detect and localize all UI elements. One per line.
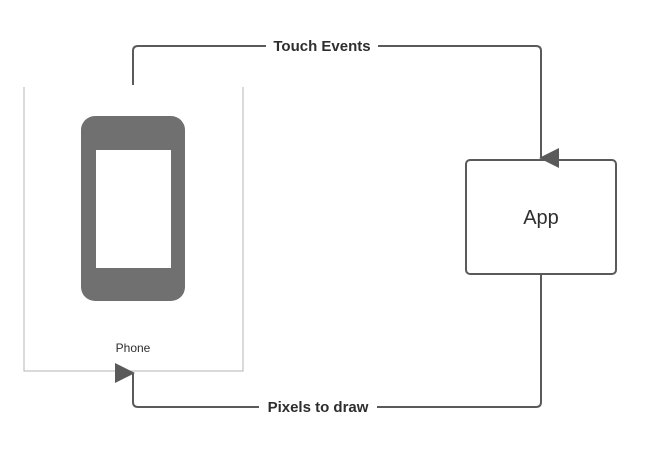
app-node: App <box>465 159 617 275</box>
pixels-to-draw-label: Pixels to draw <box>268 399 369 416</box>
touch-events-connector: Touch Events <box>132 36 559 168</box>
app-label: App <box>523 207 559 229</box>
phone-node: Phone <box>23 87 244 372</box>
touch-events-label-bg <box>266 36 378 56</box>
phone-screen <box>96 150 171 268</box>
pixels-to-draw-connector: Pixels to draw <box>115 275 542 417</box>
phone-label: Phone <box>116 341 151 355</box>
touch-events-label: Touch Events <box>273 38 370 55</box>
pixels-to-draw-label-bg <box>259 397 377 417</box>
